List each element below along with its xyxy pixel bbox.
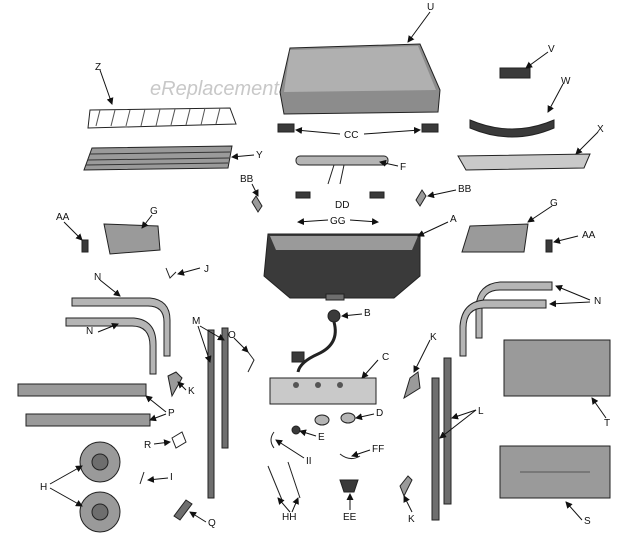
label-q: Q	[208, 518, 216, 529]
label-j: J	[204, 264, 209, 275]
part-side-shelf-right	[461, 223, 529, 253]
part-regulator-hose	[291, 309, 341, 373]
label-gg: GG	[330, 216, 346, 227]
part-clip-r	[171, 431, 187, 449]
label-bb-right: BB	[458, 184, 472, 195]
label-r: R	[144, 440, 151, 451]
part-bracket-k-left	[167, 371, 183, 398]
label-k-left: K	[188, 386, 195, 397]
part-knob-1	[314, 414, 330, 426]
label-hh: HH	[282, 512, 296, 523]
label-h: H	[40, 482, 47, 493]
part-side-shelf-left	[103, 223, 161, 255]
label-y: Y	[256, 150, 263, 161]
part-hinge-right	[421, 123, 439, 133]
part-clip-ii	[270, 431, 275, 449]
part-bracket-k-bottom	[399, 475, 413, 498]
label-f: F	[400, 162, 406, 173]
part-foot-q	[173, 499, 193, 521]
part-clip-left	[251, 195, 263, 213]
part-frame-right-upper	[475, 281, 553, 339]
label-u: U	[427, 2, 434, 13]
part-igniter-e	[291, 425, 301, 435]
part-clip-o	[247, 351, 255, 373]
part-frame-left-upper	[71, 297, 171, 357]
part-lid	[279, 43, 441, 115]
label-k-bottom: K	[408, 514, 415, 525]
part-leg-m-right	[221, 327, 229, 449]
label-x: X	[597, 124, 604, 135]
label-g-right: G	[550, 198, 558, 209]
label-w: W	[561, 76, 571, 87]
label-cc: CC	[344, 130, 358, 141]
part-frame-right-lower	[459, 299, 547, 357]
part-knob-2	[340, 412, 356, 424]
part-bracket-left	[295, 191, 311, 199]
label-l: L	[478, 406, 484, 417]
part-handle-bracket	[499, 67, 531, 79]
label-dd: DD	[335, 200, 349, 211]
label-z: Z	[95, 62, 101, 73]
label-n-top-left: N	[94, 272, 101, 283]
label-b: B	[364, 308, 371, 319]
label-m: M	[192, 316, 200, 327]
part-heat-shield	[457, 153, 591, 171]
part-bracket-right	[369, 191, 385, 199]
part-burner	[295, 155, 389, 185]
part-wheel-lower	[79, 491, 121, 533]
part-lid-handle	[469, 119, 555, 138]
part-leg-l-left	[431, 377, 440, 521]
label-o: O	[228, 330, 236, 341]
label-d: D	[376, 408, 383, 419]
part-axle-i	[139, 471, 145, 485]
part-leg-l-right	[443, 357, 452, 505]
label-t: T	[604, 418, 610, 429]
part-cooking-grate	[83, 145, 233, 171]
part-control-panel	[269, 377, 377, 405]
part-rail-lower	[25, 413, 151, 427]
part-clip-aa-right	[545, 239, 553, 253]
part-rail-upper	[17, 383, 147, 397]
part-wheel-upper	[79, 441, 121, 483]
label-c: C	[382, 352, 389, 363]
label-n-mid-left: N	[86, 326, 93, 337]
part-frame-left-lower	[65, 317, 157, 375]
label-ii: II	[306, 456, 312, 467]
part-cup-ee	[339, 479, 359, 493]
label-n-right: N	[594, 296, 601, 307]
part-clip-right	[415, 189, 427, 207]
part-panel-t	[503, 339, 611, 397]
label-aa-left: AA	[56, 212, 70, 223]
part-firebox	[263, 233, 421, 301]
label-bb-left: BB	[240, 174, 254, 185]
part-warming-rack	[87, 107, 237, 129]
label-aa-right: AA	[582, 230, 596, 241]
part-hinge-left	[277, 123, 295, 133]
label-a: A	[450, 214, 457, 225]
label-s: S	[584, 516, 591, 527]
part-bracket-k-right	[403, 371, 421, 400]
label-ee: EE	[343, 512, 357, 523]
part-rods-hh	[267, 461, 301, 501]
label-e: E	[318, 432, 325, 443]
label-g-left: G	[150, 206, 158, 217]
label-v: V	[548, 44, 555, 55]
part-clip-j	[165, 267, 177, 279]
part-clip-aa-left	[81, 239, 89, 253]
label-ff: FF	[372, 444, 384, 455]
label-p: P	[168, 408, 175, 419]
label-k-right: K	[430, 332, 437, 343]
label-i: I	[170, 472, 173, 483]
part-leg-m-left	[207, 329, 215, 499]
